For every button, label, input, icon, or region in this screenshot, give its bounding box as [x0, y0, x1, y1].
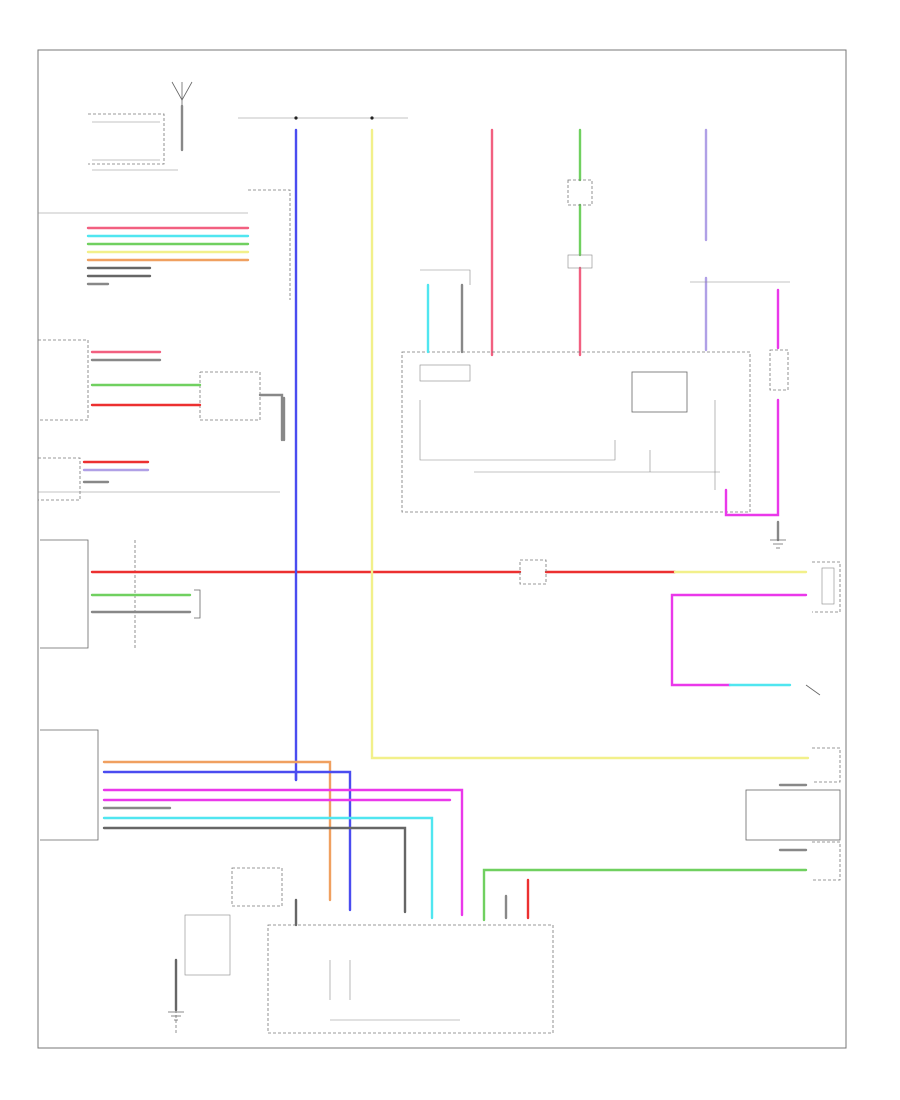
connector-right-3 — [745, 747, 841, 881]
wire-magenta-3 — [724, 398, 780, 517]
diagram-frame — [37, 49, 847, 1049]
switch-bottom — [175, 867, 554, 1035]
ground-symbol — [770, 539, 786, 549]
wire-magenta-4 — [102, 788, 464, 917]
ground-symbol-bottom — [168, 1011, 184, 1021]
control-module-center — [401, 351, 751, 513]
wire-blue-2 — [102, 770, 352, 912]
wire-green-4 — [482, 868, 808, 922]
wire-cyan-4 — [102, 816, 434, 920]
connector-right-1 — [812, 561, 841, 613]
inline-fuse-2 — [567, 254, 593, 269]
fuse-box-top — [420, 269, 471, 285]
junction-dot — [294, 116, 298, 120]
connector-left-4 — [38, 457, 280, 501]
connector-right-2 — [690, 281, 790, 391]
wire-gray-5 — [258, 393, 284, 442]
switch-contact — [805, 684, 821, 696]
connector-left-5 — [40, 729, 99, 841]
bracket-left — [194, 589, 201, 619]
connector-left-2 — [38, 189, 291, 300]
wire-yellow-main — [370, 128, 810, 760]
wire-orange-2 — [102, 760, 332, 902]
connector-left-1 — [88, 113, 178, 171]
wire-magenta-1 — [670, 593, 808, 687]
junction-dot — [370, 116, 374, 120]
inline-connector — [519, 559, 547, 585]
connector-left-3 — [38, 339, 261, 421]
inline-fuse-1 — [567, 179, 593, 206]
wire-gray-11 — [102, 826, 407, 914]
